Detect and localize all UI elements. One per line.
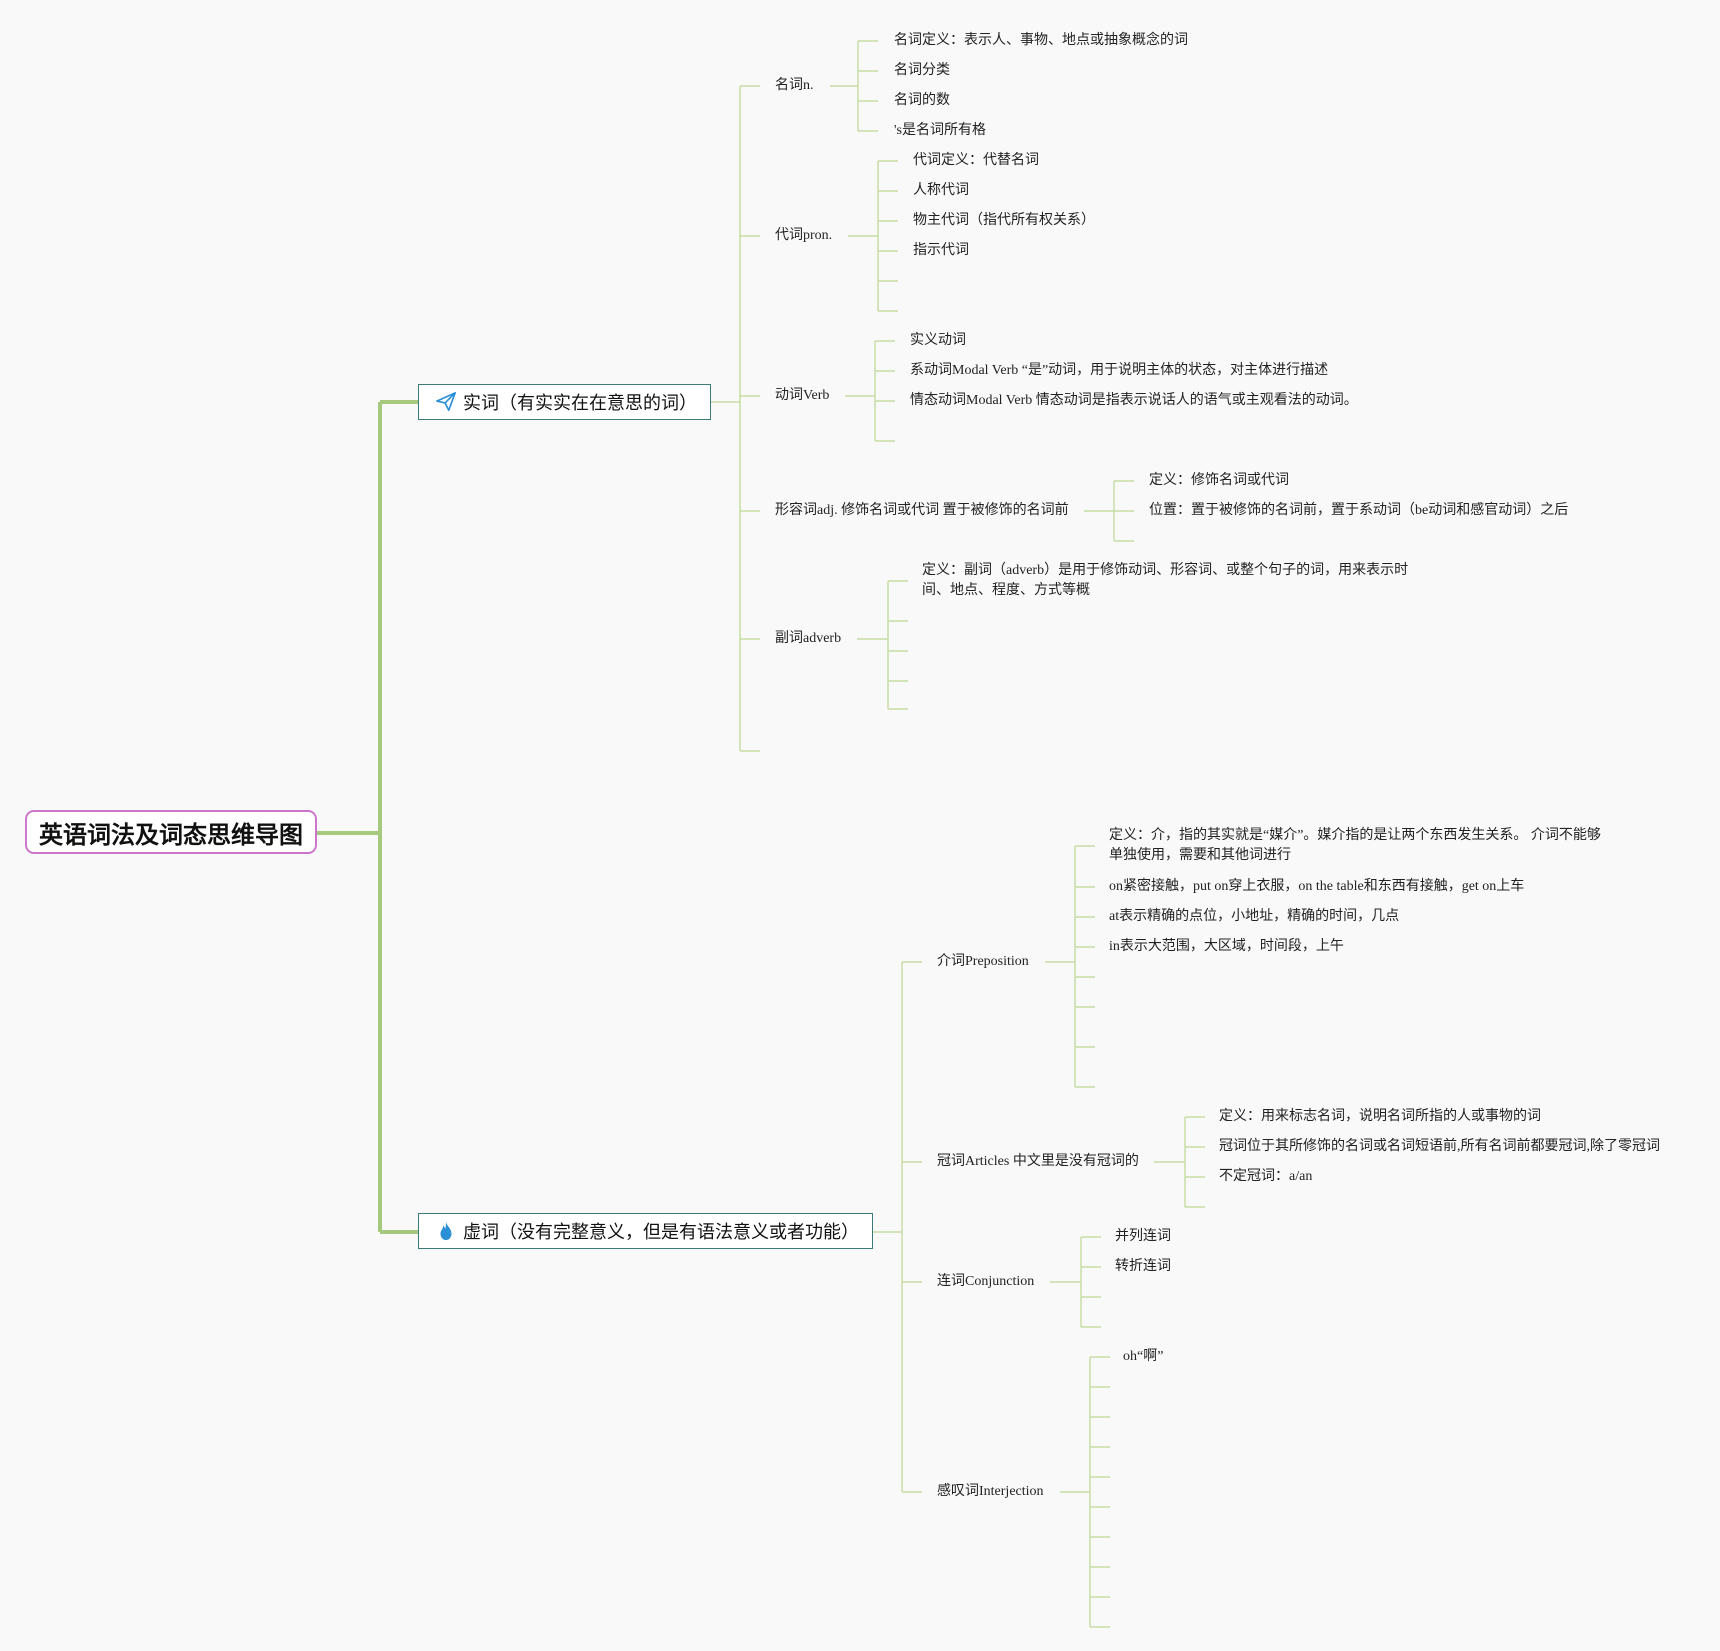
noun-item-definition[interactable]: 名词定义：表示人、事物、地点或抽象概念的词 [894, 33, 1188, 48]
branch-label: 实词（有实实在在意思的词） [463, 393, 697, 414]
category-pronoun[interactable]: 代词pron. [775, 228, 833, 243]
noun-item-classification[interactable]: 名词分类 [894, 63, 950, 78]
preposition-item-definition[interactable]: 定义：介，指的其实就是“媒介”。媒介指的是让两个东西发生关系。 介词不能够单独使… [1109, 828, 1601, 863]
paper-plane-icon [435, 391, 457, 413]
article-item-definition[interactable]: 定义：用来标志名词，说明名词所指的人或事物的词 [1219, 1109, 1541, 1124]
branch-function-words[interactable]: 虚词（没有完整意义，但是有语法意义或者功能） [418, 1213, 873, 1249]
preposition-item-in[interactable]: in表示大范围，大区域，时间段，上午 [1109, 939, 1344, 954]
pronoun-item-demonstrative[interactable]: 指示代词 [913, 243, 969, 258]
verb-item-action[interactable]: 实义动词 [910, 333, 966, 348]
conjunction-item-adversative[interactable]: 转折连词 [1115, 1259, 1171, 1274]
adjective-item-position[interactable]: 位置：置于被修饰的名词前，置于系动词（be动词和感官动词）之后 [1149, 503, 1569, 518]
noun-item-possessive[interactable]: 's是名词所有格 [894, 123, 986, 138]
interjection-item-oh[interactable]: oh“啊” [1123, 1349, 1164, 1364]
category-article[interactable]: 冠词Articles 中文里是没有冠词的 [937, 1154, 1139, 1169]
article-item-position[interactable]: 冠词位于其所修饰的名词或名词短语前,所有名词前都要冠词,除了零冠词 [1219, 1139, 1660, 1154]
pronoun-item-possessive[interactable]: 物主代词（指代所有权关系） [913, 213, 1095, 228]
category-preposition[interactable]: 介词Preposition [937, 954, 1029, 969]
preposition-item-at[interactable]: at表示精确的点位，小地址，精确的时间，几点 [1109, 909, 1400, 924]
root-node[interactable]: 英语词法及词态思维导图 [25, 810, 317, 854]
adjective-item-definition[interactable]: 定义：修饰名词或代词 [1149, 473, 1289, 488]
verb-item-modal[interactable]: 情态动词Modal Verb 情态动词是指表示说话人的语气或主观看法的动词。 [910, 393, 1358, 408]
branch-label: 虚词（没有完整意义，但是有语法意义或者功能） [463, 1222, 859, 1243]
branch-content-words[interactable]: 实词（有实实在在意思的词） [418, 384, 711, 420]
category-interjection[interactable]: 感叹词Interjection [937, 1484, 1044, 1499]
category-adverb[interactable]: 副词adverb [775, 631, 842, 646]
category-conjunction[interactable]: 连词Conjunction [937, 1274, 1035, 1289]
category-adjective[interactable]: 形容词adj. 修饰名词或代词 置于被修饰的名词前 [775, 503, 1069, 518]
preposition-item-on[interactable]: on紧密接触，put on穿上衣服，on the table和东西有接触，get… [1109, 879, 1525, 894]
root-label: 英语词法及词态思维导图 [39, 820, 303, 849]
category-verb[interactable]: 动词Verb [775, 388, 830, 403]
conjunction-item-coordinating[interactable]: 并列连词 [1115, 1229, 1171, 1244]
pronoun-item-personal[interactable]: 人称代词 [913, 183, 969, 198]
adverb-item-definition[interactable]: 定义：副词（adverb）是用于修饰动词、形容词、或整个句子的词，用来表示时间、… [922, 563, 1409, 598]
noun-item-number[interactable]: 名词的数 [894, 93, 950, 108]
verb-item-linking[interactable]: 系动词Modal Verb “是”动词，用于说明主体的状态，对主体进行描述 [910, 363, 1329, 378]
article-item-indefinite[interactable]: 不定冠词：a/an [1219, 1169, 1313, 1184]
flame-icon [435, 1220, 457, 1242]
category-noun[interactable]: 名词n. [775, 78, 814, 93]
pronoun-item-definition[interactable]: 代词定义：代替名词 [913, 153, 1039, 168]
